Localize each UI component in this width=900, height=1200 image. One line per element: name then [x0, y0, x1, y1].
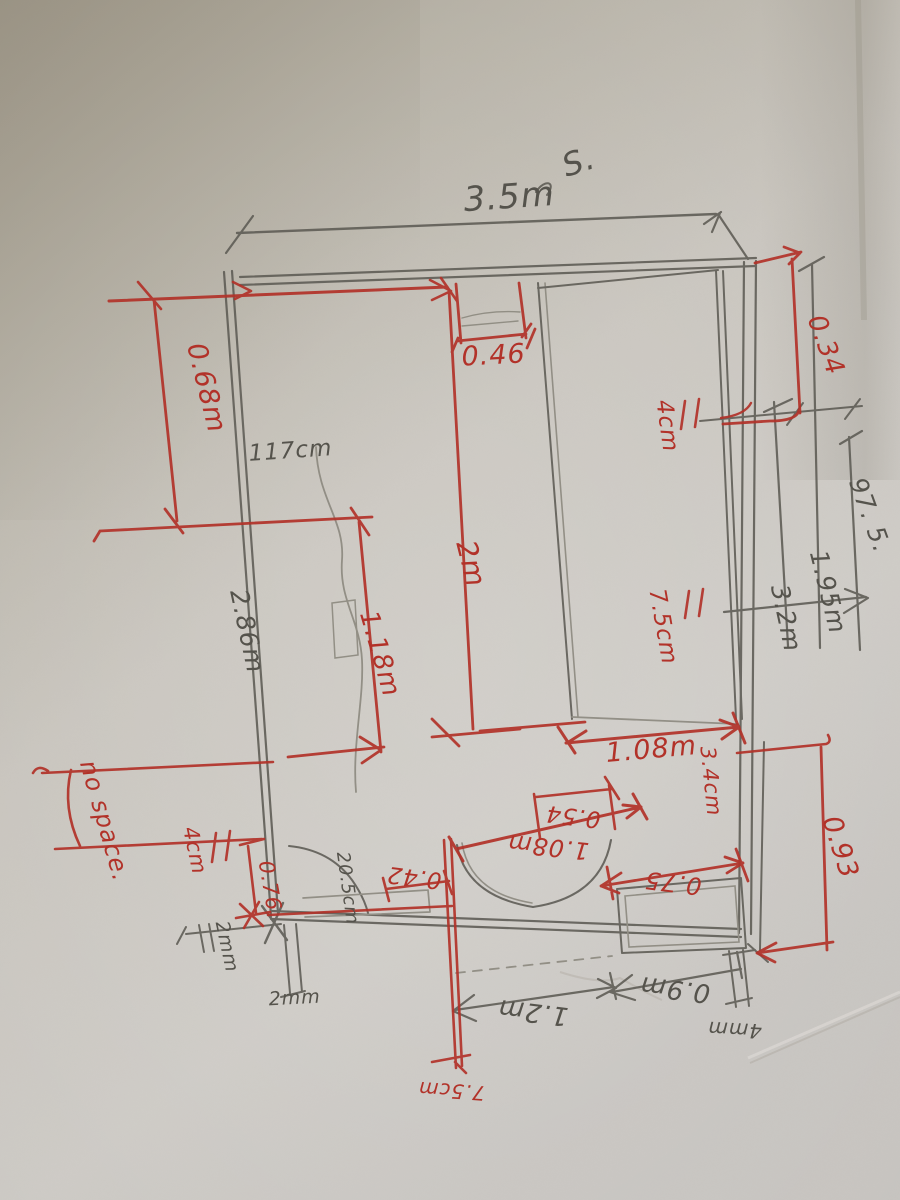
- dashed-line: [455, 955, 613, 974]
- red-bottom-wall-line: [266, 904, 454, 917]
- red-ink-drawing: [31, 245, 835, 1075]
- label-right-wall-thickness: 4mm: [707, 1017, 763, 1044]
- dim-line-1-08-bed: [556, 711, 747, 755]
- cabinet-outline: [616, 877, 747, 954]
- dim-line-1-18: [286, 520, 386, 765]
- dim-line-0-42: [381, 869, 454, 903]
- label-corner-wall-thickness: 2mm: [268, 986, 321, 1011]
- gap-ticks-4cm-left: [210, 829, 232, 864]
- door-swing-arc-left: [288, 845, 369, 914]
- corner-thickness-ticks: [176, 923, 282, 953]
- bed-left-edge-2: [544, 282, 579, 718]
- wall-right: [737, 259, 758, 936]
- label-overall-width: 3.5m: [462, 174, 556, 220]
- red-top-ticks: [136, 276, 459, 311]
- dim-line-1-95m: [797, 255, 826, 650]
- double-door-arc-right: [531, 838, 613, 909]
- wall-bottom: [269, 909, 743, 939]
- no-space-bracket: [66, 768, 82, 848]
- corner-wall-lines: [280, 923, 306, 998]
- bed-top-edge: [537, 269, 719, 289]
- dim-arrow-overall-right: [702, 210, 750, 261]
- dim-line-overall-width: [235, 212, 718, 235]
- gap-ticks-7-5cm-right: [683, 587, 705, 620]
- pencil-drawing: [176, 182, 870, 1023]
- label-wardrobe-note: 117cm: [248, 435, 334, 467]
- bed-bottom-edge: [571, 716, 739, 725]
- dim-line-1-08-doors: [447, 792, 649, 863]
- gap-hook-bed-corner: [719, 401, 753, 420]
- window-box: [450, 281, 537, 354]
- scribble-curl: [535, 182, 552, 196]
- dim-line-2m: [430, 289, 587, 748]
- gap-ticks-4cm-right: [679, 397, 701, 431]
- wall-left: [222, 269, 280, 918]
- dim-line-bottom-opening: [453, 985, 616, 1012]
- dim-line-0-68: [152, 298, 185, 535]
- red-top-line: [107, 285, 449, 303]
- dim-base-line-right: [722, 587, 870, 615]
- dim-line-3-2m: [762, 397, 794, 648]
- red-vertical-extension: [430, 837, 472, 1075]
- double-door-arc-left-2: [461, 842, 533, 904]
- bed-left-edge: [537, 282, 573, 720]
- wardrobe-outline: [315, 446, 364, 793]
- dim-line-0-76: [234, 837, 272, 930]
- wall-top: [238, 256, 758, 287]
- dim-line-0-93: [755, 745, 835, 964]
- label-cabinet-width: 0.75: [643, 866, 703, 901]
- dim-hook-0-34: [721, 408, 801, 426]
- window-scribble: [461, 310, 521, 327]
- wall-thickness-right-ticks: [722, 949, 756, 1008]
- dim-line-0-34: [753, 245, 803, 415]
- cabinet-inner: [624, 885, 740, 948]
- wardrobe-detail: [331, 599, 359, 659]
- dim-line-97-5: [838, 429, 864, 652]
- red-ext-line-to-093: [735, 733, 831, 755]
- no-space-top-line: [31, 760, 275, 775]
- dim-bracket-0-54: [532, 775, 621, 840]
- dim-line-cabinet-bottom: [610, 967, 743, 994]
- bed-right-edge: [715, 270, 743, 720]
- label-bottom-left-offset: 7.5cm: [417, 1077, 486, 1106]
- dim-tick-overall-left: [224, 214, 255, 255]
- label-window-width: 0.46: [461, 338, 527, 372]
- dim-line-0-75: [599, 847, 750, 901]
